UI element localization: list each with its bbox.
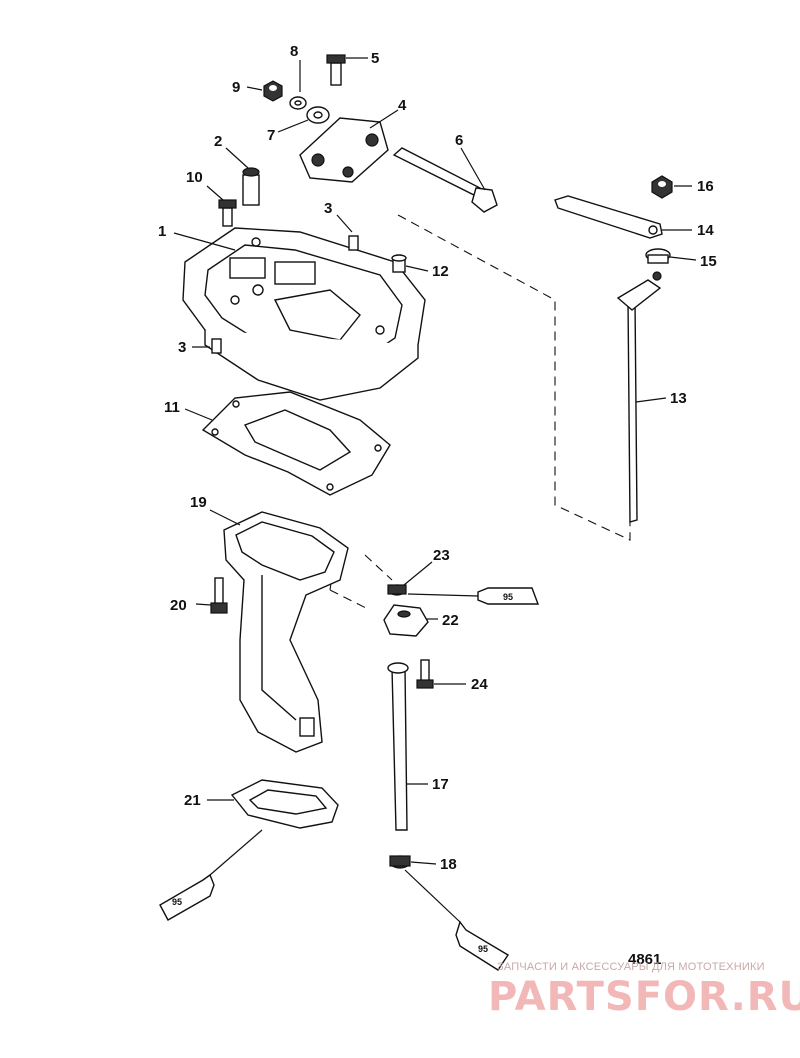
callout-14: 14 xyxy=(697,222,714,239)
callout-22: 22 xyxy=(442,612,459,629)
part-1-adapter-plate xyxy=(182,227,426,401)
svg-text:95: 95 xyxy=(503,592,513,602)
callout-10: 10 xyxy=(186,169,203,186)
part-10-bolt xyxy=(218,199,237,227)
callout-5: 5 xyxy=(371,50,379,67)
callout-labels: 1 2 3 3 4 5 6 7 8 9 10 11 12 13 14 15 16… xyxy=(158,43,717,873)
part-14-link xyxy=(554,195,663,239)
part-19-housing xyxy=(223,511,349,753)
callout-13: 13 xyxy=(670,390,687,407)
callout-6: 6 xyxy=(455,132,463,149)
part-7-washer xyxy=(306,106,330,124)
svg-text:95: 95 xyxy=(172,897,182,907)
watermark-tagline: ЗАПЧАСТИ И АКСЕССУАРЫ ДЛЯ МОТОТЕХНИКИ xyxy=(497,961,765,973)
part-15-bushing xyxy=(645,248,671,264)
part-5-bolt xyxy=(326,54,346,86)
callout-16: 16 xyxy=(697,178,714,195)
svg-text:95: 95 xyxy=(478,944,488,954)
part-17-rod xyxy=(387,662,409,831)
callout-24: 24 xyxy=(471,676,488,693)
part-3-dowel-pin-upper xyxy=(348,235,359,251)
callout-18: 18 xyxy=(440,856,457,873)
leader-lines xyxy=(173,57,697,865)
callout-9: 9 xyxy=(232,79,240,96)
part-11-gasket xyxy=(201,391,391,496)
part-23-grommet xyxy=(387,584,407,596)
sealant-tube-lower-left: 95 xyxy=(159,829,263,921)
callout-11: 11 xyxy=(164,399,180,416)
callout-19: 19 xyxy=(190,494,207,511)
callout-7: 7 xyxy=(267,127,275,144)
part-13-shift-shaft xyxy=(616,271,662,523)
figure-number: 4861 xyxy=(628,951,662,968)
callout-21: 21 xyxy=(184,792,201,809)
callout-23: 23 xyxy=(433,547,450,564)
part-6-long-bolt xyxy=(392,147,498,213)
callout-15: 15 xyxy=(700,253,717,270)
part-9-nut xyxy=(263,80,283,102)
sealant-tube-bottom: 95 xyxy=(404,869,509,971)
part-2-bolt xyxy=(242,167,260,206)
part-16-nut xyxy=(651,175,673,199)
watermark-logo: PARTSFOR.RU xyxy=(488,974,800,1020)
part-21-seal xyxy=(230,779,339,829)
part-18-grommet xyxy=(389,855,411,869)
part-8-washer xyxy=(289,96,307,110)
part-24-screw xyxy=(416,659,434,689)
sealant-tube-upper-right: 95 xyxy=(407,587,540,605)
callout-3-lower: 3 xyxy=(178,339,186,356)
callout-8: 8 xyxy=(290,43,298,60)
part-20-bolt xyxy=(210,577,228,614)
part-12-sleeve xyxy=(391,254,407,273)
part-22-seal xyxy=(383,604,429,637)
callout-1: 1 xyxy=(158,223,166,240)
callout-20: 20 xyxy=(170,597,187,614)
callout-4: 4 xyxy=(398,97,407,114)
callout-17: 17 xyxy=(432,776,449,793)
callout-2: 2 xyxy=(214,133,222,150)
callout-3-upper: 3 xyxy=(324,200,332,217)
callout-12: 12 xyxy=(432,263,449,280)
part-4-bracket xyxy=(299,117,389,183)
part-3-dowel-pin-lower xyxy=(211,338,222,354)
